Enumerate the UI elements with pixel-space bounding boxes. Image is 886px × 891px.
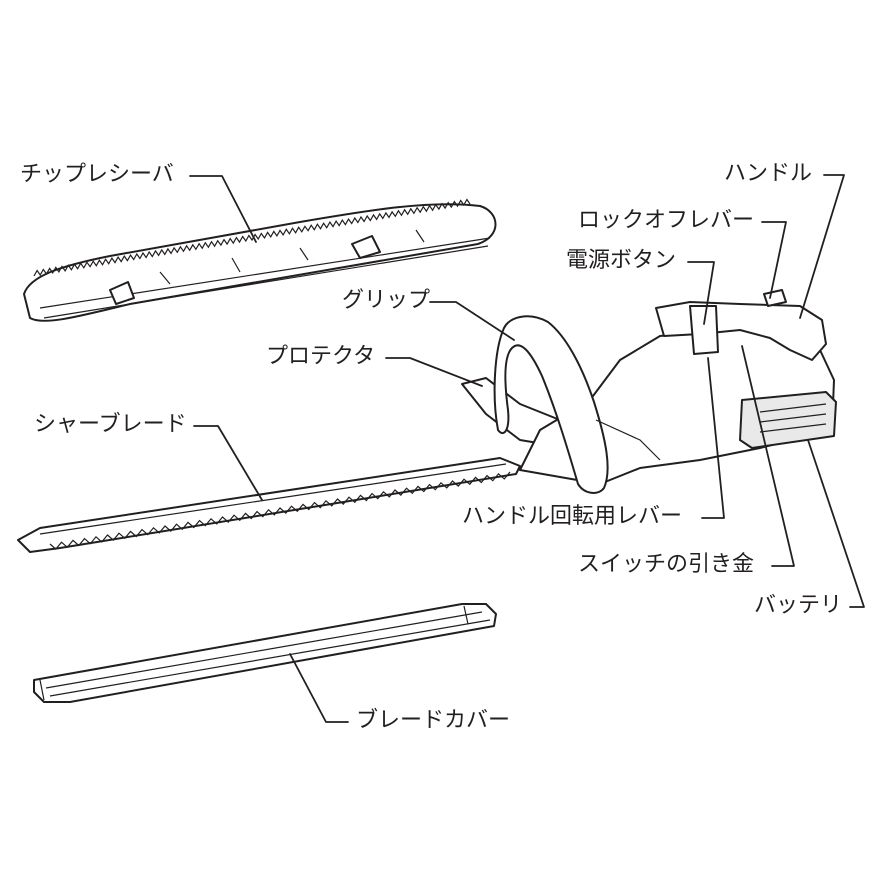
label-grip: グリップ [342,288,431,313]
hedge-trimmer-drawing [17,289,837,553]
label-blade-cover: ブレードカバー [356,708,511,733]
label-protector: プロテクタ [266,344,376,369]
label-handle: ハンドル [724,161,813,186]
label-lock-off-lever: ロックオフレバー [578,208,755,233]
leader-lines [189,174,865,723]
label-chip-receiver: チップレシーバ [20,162,174,187]
label-battery: バッテリ [754,593,843,618]
label-handle-rotation-lever: ハンドル回転用レバー [462,504,683,529]
label-shear-blade: シャーブレード [34,412,187,437]
label-switch-trigger: スイッチの引き金 [578,552,755,577]
label-power-button: 電源ボタン [566,248,677,273]
blade-cover-drawing [33,603,497,703]
chip-receiver-drawing [23,198,497,322]
